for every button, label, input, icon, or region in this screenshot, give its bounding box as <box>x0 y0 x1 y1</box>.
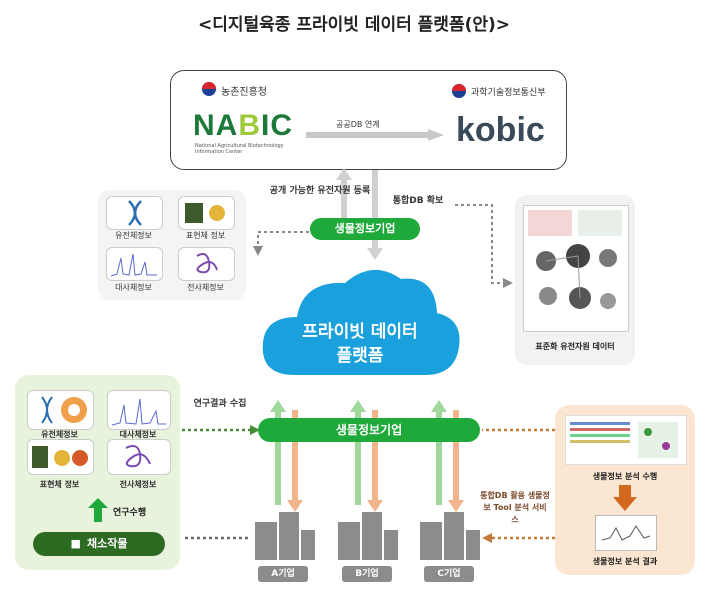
standardized-data-panel: 표준화 유전자원 데이터 <box>515 195 635 365</box>
analysis-figure <box>565 415 687 465</box>
company-b-building-icon <box>338 512 398 560</box>
rda-label: 농촌진흥청 <box>221 87 267 98</box>
standardized-data-figure <box>523 205 629 332</box>
cloud-line-2: 플랫폼 <box>336 346 384 366</box>
plant-icon <box>185 203 225 223</box>
company-a-building-icon <box>255 512 315 560</box>
analysis-label: 생물정보 분석 수행 <box>592 472 658 481</box>
dna-icon <box>128 200 142 226</box>
genome-circle-icon <box>41 396 87 424</box>
lp-transcriptome-label: 전사체정보 <box>119 480 157 489</box>
public-db-link-label: 공공DB 연계 <box>336 120 380 129</box>
metabolome-label: 대사체정보 <box>115 283 152 292</box>
rda-emblem-icon <box>202 82 216 96</box>
transcriptome-label: 전사체정보 <box>187 283 224 292</box>
cloud-icon <box>262 269 460 375</box>
secure-db-label: 통합DB 확보 <box>392 196 444 206</box>
standardized-data-caption: 표준화 유전자원 데이터 <box>535 342 615 351</box>
phenome-tile <box>178 196 235 230</box>
public-db-box: 농촌진흥청 NABIC National Agricultural Biotec… <box>170 70 567 170</box>
lp-spectrum-icon <box>111 398 166 426</box>
research-label: 연구수행 <box>113 508 147 518</box>
result-chart <box>595 515 657 551</box>
up-arrow-icon <box>88 498 108 522</box>
nabic-subtitle: National Agricultural Biotechnology Info… <box>195 143 284 155</box>
lp-plant-icon <box>32 446 88 468</box>
register-label: 공개 가능한 유전자원 등록 <box>269 186 371 196</box>
lp-phenome-label: 표현체 정보 <box>39 480 80 489</box>
lp-metabolome-tile <box>107 390 171 430</box>
lp-metabolome-label: 대사체정보 <box>119 430 157 439</box>
cloud-line-1: 프라이빗 데이터 <box>302 322 418 342</box>
genome-tile <box>106 196 163 230</box>
lp-protein-icon <box>125 445 151 468</box>
bio-company-pill-middle: 생물정보기업 <box>258 418 480 442</box>
phenome-label: 표현체 정보 <box>185 231 226 240</box>
alignment-icon <box>570 422 678 458</box>
research-panel: 유전체정보 대사체정보 표현체 정보 전사체정보 연구수행 ■ 채소작물 <box>15 375 180 570</box>
data-types-panel: 유전체정보 표현체 정보 대사체정보 전사체정보 <box>98 190 246 300</box>
protein-icon <box>196 253 218 274</box>
company-c-building-icon <box>420 512 480 560</box>
metabolome-tile <box>106 247 163 281</box>
result-line-icon <box>601 525 651 541</box>
lp-transcriptome-tile <box>107 439 171 475</box>
nabic-logo: NABIC <box>193 109 294 142</box>
vegetable-crops-label: 채소작물 <box>86 537 128 550</box>
lp-genome-tile <box>27 390 94 430</box>
down-arrow-icon <box>613 485 637 511</box>
analysis-panel: 생물정보 분석 수행 생물정보 분석 결과 <box>555 405 695 575</box>
company-a-label: A기업 <box>258 566 308 582</box>
page-title: <디지털육종 프라이빗 데이터 플랫폼(안)> <box>197 15 511 35</box>
msit-label: 과학기술정보통신부 <box>471 88 546 98</box>
lp-phenome-tile <box>27 439 94 475</box>
company-c-label: C기업 <box>424 566 474 582</box>
company-b-label: B기업 <box>342 566 392 582</box>
genome-label: 유전체정보 <box>115 231 152 240</box>
network-plots-icon <box>528 210 622 309</box>
result-label: 생물정보 분석 결과 <box>592 557 658 566</box>
services-label: 통합DB 활용 생물정보 Tool 분석 서비스 <box>480 491 550 524</box>
msit-emblem-icon <box>452 84 466 98</box>
kobic-logo: kobic <box>456 111 545 149</box>
vegetable-icon: ■ <box>70 537 81 550</box>
cloud-label: 프라이빗 데이터 플랫폼 <box>255 320 465 368</box>
bio-company-pill-top: 생물정보기업 <box>310 218 420 240</box>
spectrum-icon <box>110 253 157 277</box>
research-results-label: 연구결과 수집 <box>193 399 247 409</box>
link-arrow-icon <box>306 129 444 141</box>
lp-genome-label: 유전체정보 <box>41 430 78 439</box>
vegetable-crops-button[interactable]: ■ 채소작물 <box>33 532 165 556</box>
transcriptome-tile <box>178 247 235 281</box>
